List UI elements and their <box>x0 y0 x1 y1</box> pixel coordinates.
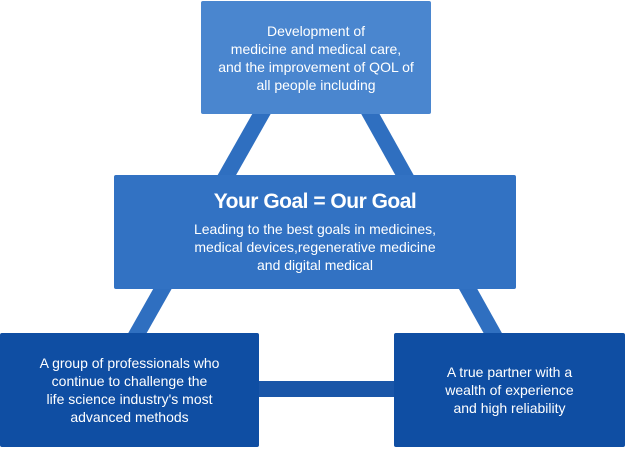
professionals-box: A group of professionals who continue to… <box>0 333 259 447</box>
center-goal-text: Leading to the best goals in medicines, … <box>193 221 437 273</box>
top-goal-box: Development of medicine and medical care… <box>201 1 431 114</box>
partner-text: A true partner with a wealth of experien… <box>445 364 574 416</box>
center-goal-title: Your Goal = Our Goal <box>213 190 417 213</box>
professionals-text: A group of professionals who continue to… <box>39 355 220 425</box>
partner-box: A true partner with a wealth of experien… <box>394 333 625 447</box>
top-goal-text: Development of medicine and medical care… <box>218 22 414 93</box>
center-goal-box: Your Goal = Our Goal Leading to the best… <box>114 175 516 289</box>
